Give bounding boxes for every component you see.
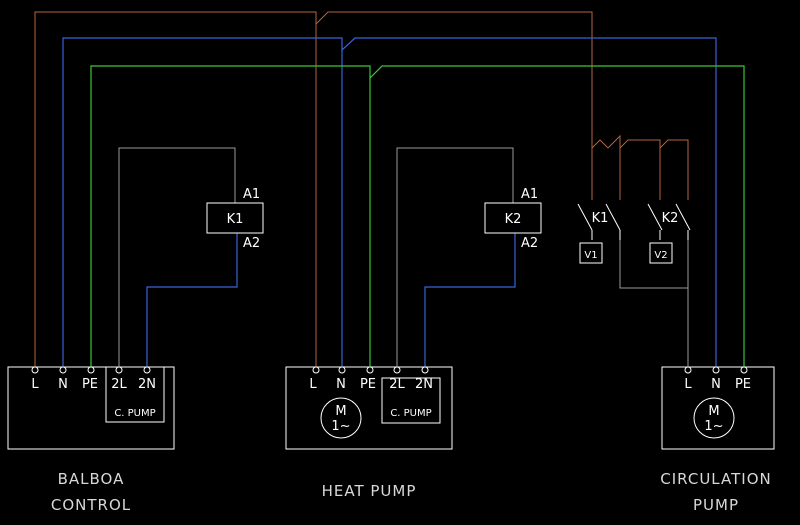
balboa-label-2l: 2L — [111, 377, 127, 392]
contact-k2-switch-right — [675, 203, 691, 231]
balboa-terminal-n — [59, 366, 67, 374]
circulation-label-pe: PE — [735, 377, 751, 392]
circulation-terminal-l — [684, 366, 692, 374]
wire-l — [34, 11, 689, 367]
heat-pump-terminal-2n — [421, 366, 429, 374]
relay-k1-name: K1 — [227, 212, 244, 227]
contact-k1-name: K1 — [592, 211, 609, 226]
balboa-control-box: L N PE 2L 2N C. PUMP BALBOA CONTROL — [7, 366, 175, 514]
balboa-label-n: N — [58, 377, 68, 392]
heat-pump-motor-icon — [320, 397, 362, 439]
balboa-terminal-2n — [143, 366, 151, 374]
heat-pump-terminal-l — [312, 366, 320, 374]
circulation-label-l: L — [684, 377, 692, 392]
valve-v1-label: V1 — [584, 250, 597, 261]
relay-k2: K2 A1 A2 — [484, 187, 542, 251]
heat-pump-motor-label: M — [335, 404, 346, 419]
relay-k1: K1 A1 A2 — [206, 187, 264, 251]
heat-pump-label-2n: 2N — [415, 377, 433, 392]
circulation-pump-box: L N PE M 1~ CIRCULATION PUMP — [660, 366, 775, 514]
wire-pe — [90, 65, 745, 367]
contact-k2: K2 V2 — [647, 203, 691, 264]
valve-v2-label: V2 — [654, 250, 667, 261]
relay-k2-name: K2 — [505, 212, 522, 227]
heat-pump-box: L N PE 2L 2N M 1~ C. PUMP HEAT PUMP — [285, 366, 453, 500]
circulation-motor-label: M — [708, 404, 719, 419]
balboa-caption-1: BALBOA — [58, 470, 125, 488]
heat-pump-motor-sub: 1~ — [331, 419, 350, 434]
balboa-terminal-pe — [87, 366, 95, 374]
circulation-terminal-n — [712, 366, 720, 374]
balboa-cpump-label: C. PUMP — [114, 408, 155, 419]
relay-k1-a1: A1 — [243, 187, 260, 202]
balboa-label-l: L — [31, 377, 39, 392]
wire-n — [62, 37, 717, 367]
circulation-motor-sub: 1~ — [704, 419, 723, 434]
balboa-caption-2: CONTROL — [51, 496, 131, 514]
balboa-cpump-box — [105, 366, 165, 423]
heat-pump-cpump-label: C. PUMP — [390, 408, 431, 419]
heat-pump-label-n: N — [336, 377, 346, 392]
circulation-motor-icon — [693, 397, 735, 439]
relay-k2-a2: A2 — [521, 236, 538, 251]
valve-v2-box — [649, 242, 673, 264]
wire-control — [118, 147, 689, 367]
balboa-label-pe: PE — [82, 377, 98, 392]
heat-pump-label-l: L — [309, 377, 317, 392]
contact-k1-switch-left — [577, 203, 593, 231]
circulation-label-n: N — [711, 377, 721, 392]
balboa-terminal-l — [31, 366, 39, 374]
heat-pump-cpump-box — [381, 377, 441, 424]
circulation-terminal-pe — [740, 366, 748, 374]
circulation-caption-1: CIRCULATION — [660, 470, 771, 488]
heat-pump-terminal-2l — [393, 366, 401, 374]
contact-k2-switch-left — [647, 203, 663, 231]
circulation-caption-2: PUMP — [693, 496, 739, 514]
heat-pump-label-pe: PE — [360, 377, 376, 392]
contact-k2-name: K2 — [662, 211, 679, 226]
heat-pump-terminal-n — [338, 366, 346, 374]
relay-k2-coil — [484, 202, 542, 234]
heat-pump-caption: HEAT PUMP — [322, 482, 417, 500]
contact-k1: K1 V1 — [577, 203, 621, 264]
heat-pump-label-2l: 2L — [389, 377, 405, 392]
relay-k2-a1: A1 — [521, 187, 538, 202]
contact-k1-switch-right — [605, 203, 621, 231]
circulation-pump-enclosure — [661, 366, 775, 450]
balboa-label-2n: 2N — [138, 377, 156, 392]
valve-v1-box — [579, 242, 603, 264]
heat-pump-terminal-pe — [366, 366, 374, 374]
balboa-terminal-2l — [115, 366, 123, 374]
relay-k1-coil — [206, 202, 264, 234]
relay-k1-a2: A2 — [243, 236, 260, 251]
